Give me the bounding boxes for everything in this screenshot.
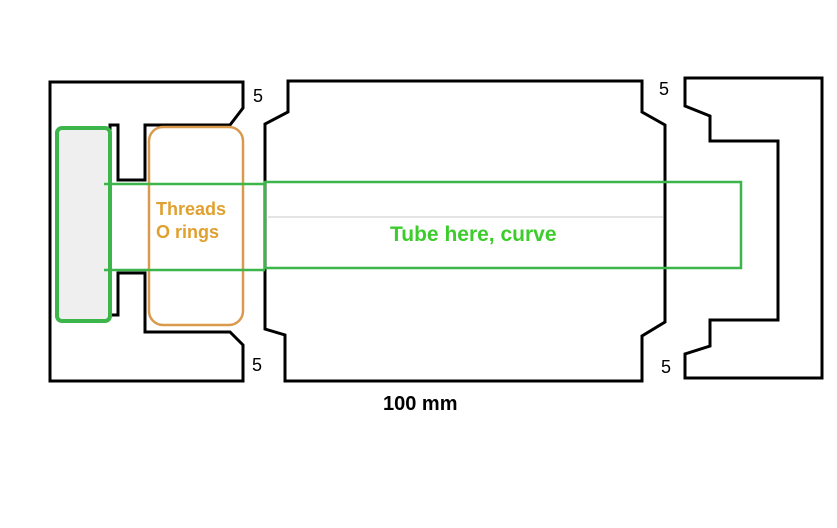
gap-label-bottom-left: 5	[252, 355, 262, 375]
length-label: 100 mm	[383, 393, 458, 415]
right-end-cap	[683, 76, 824, 380]
gap-label-top-right: 5	[659, 79, 669, 99]
gap-label-bottom-right: 5	[661, 357, 671, 377]
threads-oring-box	[147, 125, 245, 327]
tube-label: Tube here, curve	[390, 223, 557, 246]
gap-label-top-left: 5	[253, 86, 263, 106]
threads-label: Threads	[156, 199, 226, 219]
tube-channel	[263, 180, 743, 270]
center-tube-body	[263, 79, 667, 383]
left-plug	[55, 126, 112, 323]
orings-label: O rings	[156, 222, 219, 242]
